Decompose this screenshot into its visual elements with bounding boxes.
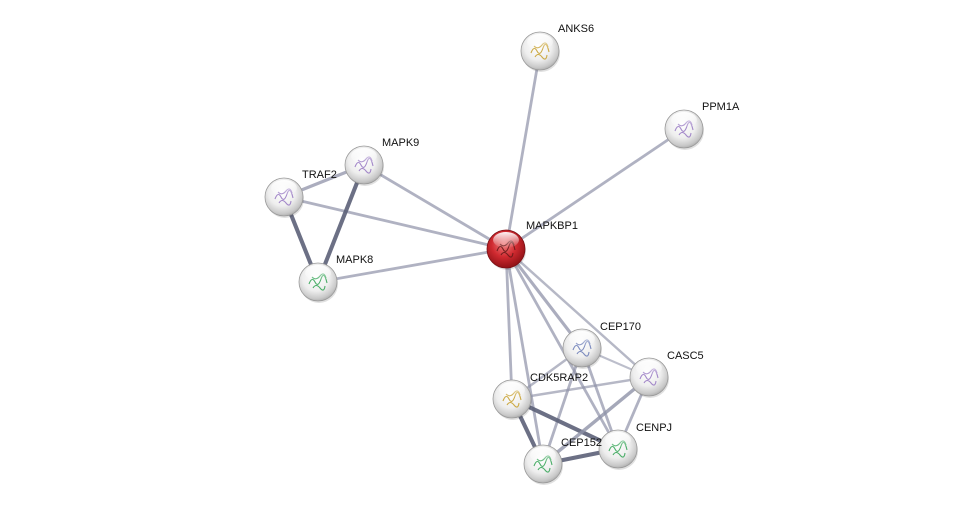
- edge-mapkbp1-traf2[interactable]: [282, 195, 508, 251]
- node-label-casc5: CASC5: [667, 350, 704, 362]
- node-gloss: [569, 331, 595, 347]
- node-gloss: [530, 447, 556, 463]
- node-cep170[interactable]: CEP170: [562, 321, 641, 369]
- edge-cdk5rap2-cenpj[interactable]: [509, 396, 621, 452]
- node-label-cdk5rap2: CDK5RAP2: [530, 372, 588, 384]
- node-gloss: [527, 34, 553, 50]
- node-anks6[interactable]: ANKS6: [520, 23, 594, 72]
- node-label-cenpj: CENPJ: [636, 422, 672, 434]
- edge-mapkbp1-mapk9[interactable]: [362, 163, 508, 251]
- node-gloss: [499, 382, 525, 398]
- node-label-mapk9: MAPK9: [382, 137, 419, 149]
- node-label-ppm1a: PPM1A: [702, 101, 740, 113]
- edge-mapkbp1-ppm1a[interactable]: [504, 127, 686, 251]
- edge-cep170-cep152[interactable]: [541, 346, 584, 466]
- node-gloss: [671, 112, 697, 128]
- node-mapk9[interactable]: MAPK9: [344, 137, 419, 186]
- node-mapkbp1[interactable]: MAPKBP1: [486, 220, 578, 270]
- node-label-cep170: CEP170: [600, 321, 641, 333]
- node-cep152[interactable]: CEP152: [523, 437, 602, 485]
- node-cdk5rap2[interactable]: CDK5RAP2: [492, 372, 588, 420]
- node-ppm1a[interactable]: PPM1A: [664, 101, 740, 150]
- edge-mapkbp1-anks6[interactable]: [504, 49, 542, 251]
- node-label-anks6: ANKS6: [558, 23, 594, 35]
- node-gloss: [605, 432, 631, 448]
- node-label-cep152: CEP152: [561, 437, 602, 449]
- node-gloss: [305, 265, 331, 281]
- node-traf2[interactable]: TRAF2: [264, 169, 337, 218]
- node-label-mapk8: MAPK8: [336, 254, 373, 266]
- node-label-mapkbp1: MAPKBP1: [526, 220, 578, 232]
- node-gloss: [351, 148, 377, 164]
- edge-casc5-cep152[interactable]: [541, 375, 651, 466]
- edge-mapkbp1-casc5[interactable]: [504, 247, 651, 379]
- edge-mapk9-mapk8[interactable]: [315, 162, 367, 285]
- node-label-traf2: TRAF2: [302, 169, 337, 181]
- edge-mapkbp1-cep152[interactable]: [504, 247, 545, 466]
- node-mapk8[interactable]: MAPK8: [298, 254, 373, 303]
- node-cenpj[interactable]: CENPJ: [598, 422, 672, 470]
- edge-mapkbp1-mapk8[interactable]: [316, 247, 508, 284]
- node-gloss: [636, 360, 662, 376]
- node-gloss: [271, 180, 297, 196]
- edge-cdk5rap2-casc5[interactable]: [510, 375, 651, 401]
- node-gloss: [493, 232, 519, 248]
- node-casc5[interactable]: CASC5: [629, 350, 704, 398]
- edge-mapkbp1-cdk5rap2[interactable]: [504, 247, 514, 401]
- edge-mapkbp1-cep170[interactable]: [504, 247, 584, 350]
